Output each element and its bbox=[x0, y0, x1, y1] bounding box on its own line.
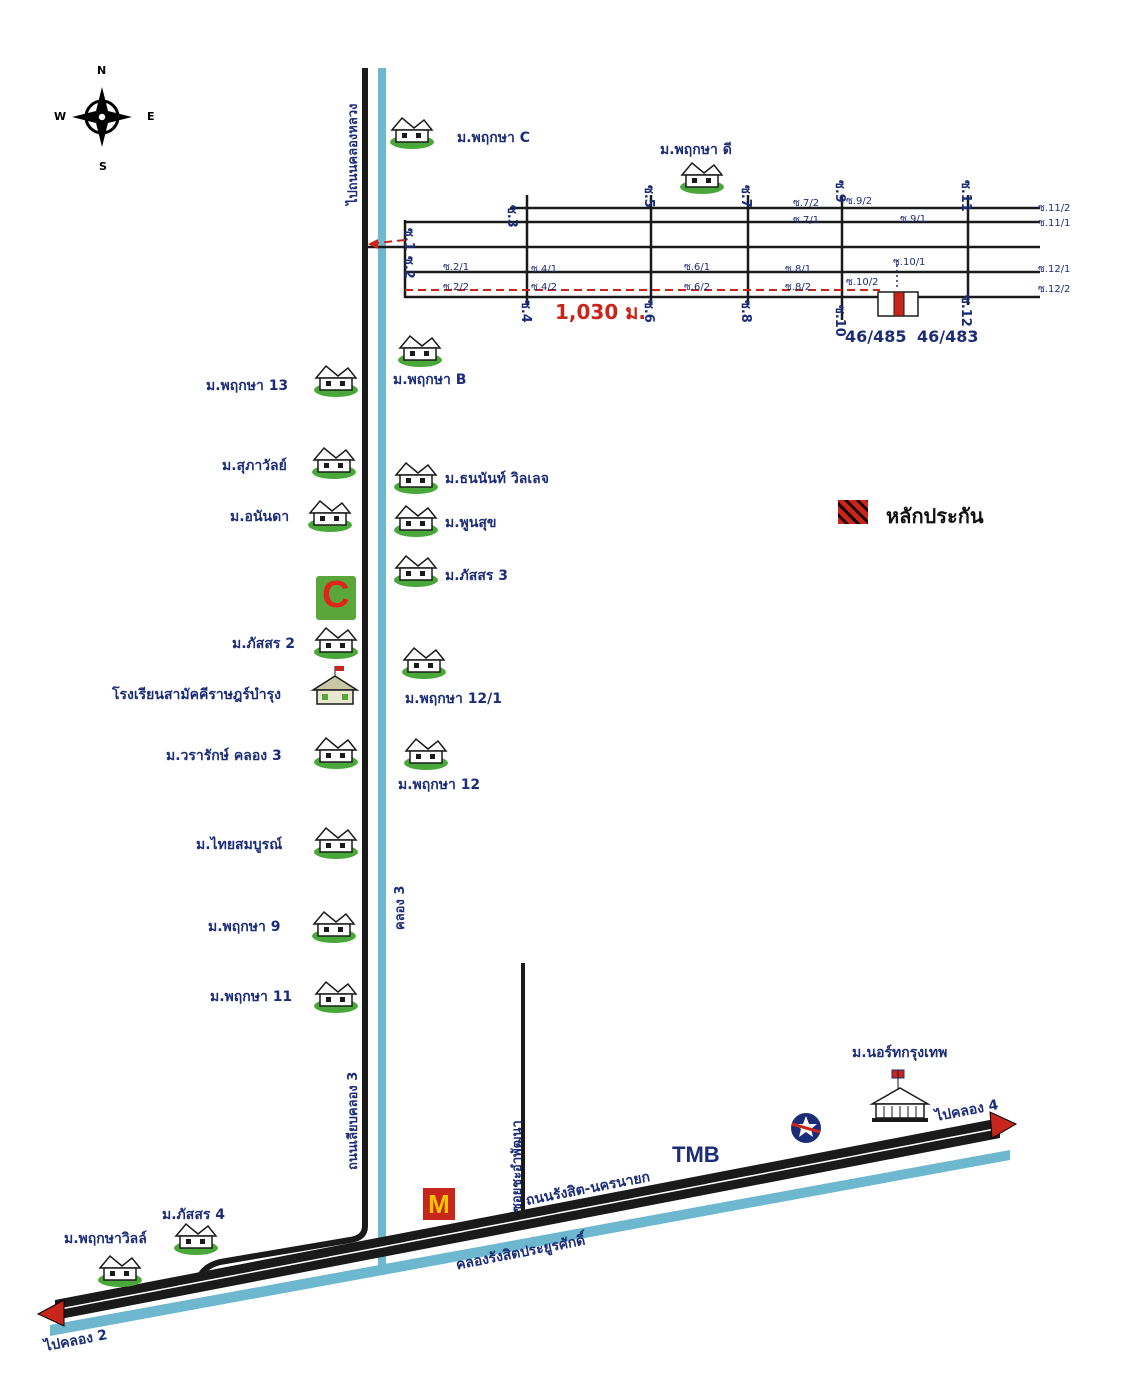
canal-label-3: คลอง 3 bbox=[393, 885, 408, 930]
side-road bbox=[521, 963, 525, 1213]
sub-soi-label: ซ.6/2 bbox=[684, 282, 711, 293]
house-icon bbox=[314, 826, 358, 859]
soi-label: ซ.1 bbox=[401, 228, 416, 251]
house-icon bbox=[314, 980, 358, 1013]
arrow-right bbox=[989, 1111, 1018, 1139]
house-icon bbox=[394, 461, 438, 494]
sub-soi-label: ซ.2/2 bbox=[443, 282, 470, 293]
sub-soi-label: ซ.12/2 bbox=[1038, 284, 1071, 295]
village-label: ม.พฤกษา ดี bbox=[660, 142, 732, 158]
soi-label: ซ.5 bbox=[641, 185, 656, 208]
compass-icon bbox=[72, 87, 132, 147]
sub-soi-label: ซ.6/1 bbox=[684, 262, 711, 273]
village-label: ม.วรารักษ์ คลอง 3 bbox=[166, 748, 282, 764]
main-road-vertical bbox=[197, 68, 368, 1278]
plot-number: 46/483 bbox=[917, 327, 979, 346]
soi-label: ซ.7 bbox=[738, 185, 753, 208]
sub-soi-label: ซ.8/2 bbox=[785, 282, 812, 293]
sub-soi-label: ซ.7/2 bbox=[793, 198, 820, 209]
star-logo-icon bbox=[791, 1113, 821, 1143]
soi-label: ซ.12 bbox=[958, 295, 973, 327]
tmb-logo: TMB bbox=[672, 1142, 720, 1167]
building-icon bbox=[869, 1069, 931, 1122]
distance-label: 1,030 ม. bbox=[555, 300, 647, 324]
village-label: ม.ภัสสร 4 bbox=[162, 1207, 225, 1223]
house-icon bbox=[312, 446, 356, 479]
village-label: ม.ธนนันท์ วิลเลจ bbox=[445, 471, 549, 487]
soi-network bbox=[367, 195, 1040, 320]
village-label: ม.พฤกษาวิลล์ bbox=[64, 1231, 147, 1247]
village-label: ม.พฤกษา 13 bbox=[206, 378, 289, 394]
road-label-side: ซอยชะอำพัฒนา bbox=[510, 1120, 525, 1212]
village-label: ม.พฤกษา C bbox=[457, 130, 530, 146]
sub-soi-label: ซ.8/1 bbox=[785, 264, 812, 275]
village-label: ม.อนันดา bbox=[230, 509, 290, 525]
village-label: ม.ภัสสร 3 bbox=[445, 568, 508, 584]
soi-label: ซ.2 bbox=[401, 256, 416, 279]
house-icon bbox=[402, 646, 446, 679]
house-icon bbox=[314, 626, 358, 659]
plot-collateral bbox=[893, 291, 905, 317]
arrow-left bbox=[36, 1299, 65, 1327]
house-icon bbox=[398, 334, 442, 367]
school-icon bbox=[310, 666, 360, 705]
sub-soi-label: ซ.4/2 bbox=[531, 282, 558, 293]
compass-s: S bbox=[99, 160, 107, 173]
house-icon bbox=[98, 1254, 142, 1287]
soi-label: ซ.8 bbox=[738, 300, 753, 323]
house-icon bbox=[314, 364, 358, 397]
bigc-logo-icon: C bbox=[316, 574, 356, 620]
village-label: ม.ไทยสมบูรณ์ bbox=[196, 837, 283, 853]
legend-swatch bbox=[838, 500, 868, 524]
sub-soi-label: ซ.9/2 bbox=[846, 196, 873, 207]
soi-label: ซ.3 bbox=[504, 205, 519, 228]
plot-number: 46/485 bbox=[845, 327, 907, 346]
canal-bottom bbox=[50, 1150, 1010, 1336]
sub-soi-label: ซ.11/1 bbox=[1038, 218, 1071, 229]
house-icon bbox=[174, 1222, 218, 1255]
sub-soi-label: ซ.7/1 bbox=[793, 215, 820, 226]
road-label-liap-khlong-3: ถนนเลียบคลอง 3 bbox=[346, 1071, 361, 1170]
village-label: ม.พฤกษา B bbox=[393, 372, 467, 388]
compass-e: E bbox=[147, 110, 155, 123]
mcdonalds-logo-icon: M bbox=[423, 1188, 455, 1220]
compass-n: N bbox=[97, 64, 107, 77]
soi-label: ซ.4 bbox=[518, 300, 533, 323]
school-label: โรงเรียนสามัคคีราษฎร์บำรุง bbox=[112, 687, 281, 703]
sub-soi-label: ซ.4/1 bbox=[531, 264, 558, 275]
village-label: ม.พฤกษา 9 bbox=[208, 919, 281, 935]
sub-soi-label: ซ.11/2 bbox=[1038, 203, 1071, 214]
village-label: ม.พฤกษา 12/1 bbox=[405, 691, 503, 707]
sub-soi-label: ซ.12/1 bbox=[1038, 264, 1071, 275]
village-label: ม.สุภาวัลย์ bbox=[222, 458, 287, 474]
house-icon bbox=[312, 910, 356, 943]
compass-w: W bbox=[54, 110, 67, 123]
village-label: ม.พฤกษา 11 bbox=[210, 989, 293, 1005]
house-icon bbox=[394, 554, 438, 587]
village-label: ม.พูนสุข bbox=[445, 515, 497, 531]
soi-label: ซ.11 bbox=[958, 180, 973, 212]
canal-3 bbox=[378, 68, 386, 1268]
house-icon bbox=[390, 116, 434, 149]
house-icon bbox=[394, 504, 438, 537]
sub-soi-label: ซ.10/2 bbox=[846, 277, 879, 288]
house-icon bbox=[308, 499, 352, 532]
sub-soi-label: ซ.2/1 bbox=[443, 262, 470, 273]
house-icon bbox=[680, 161, 724, 194]
village-label: ม.ภัสสร 2 bbox=[232, 636, 295, 652]
house-icon bbox=[314, 736, 358, 769]
sub-soi-label: ซ.10/1 bbox=[893, 257, 926, 268]
village-label: ม.พฤกษา 12 bbox=[398, 777, 481, 793]
road-label-khlong-luang: ไปถนนคลองหลวง bbox=[346, 103, 361, 205]
house-icon bbox=[404, 737, 448, 770]
village-label: ม.นอร์ทกรุงเทพ bbox=[852, 1045, 948, 1061]
legend-label: หลักประกัน bbox=[886, 504, 984, 528]
sub-soi-label: ซ.9/1 bbox=[900, 214, 927, 225]
